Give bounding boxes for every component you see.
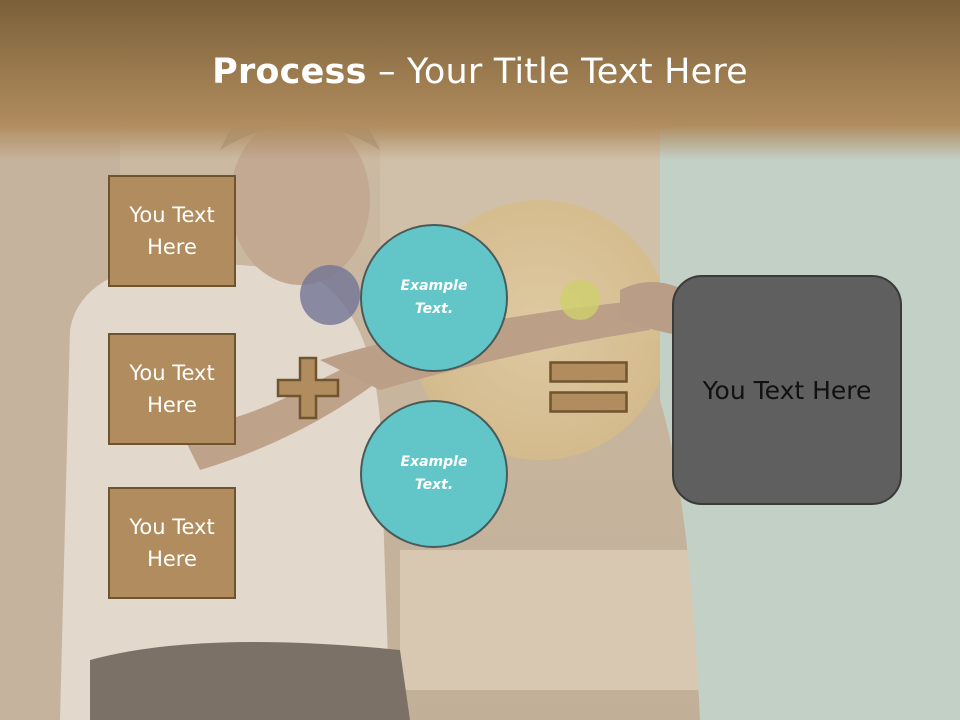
title-rest: Your Title Text Here: [406, 52, 748, 92]
plus-icon: [276, 356, 340, 420]
text-box-label: You Text Here: [129, 203, 215, 259]
title-band: [0, 0, 960, 160]
slide-title: Process – Your Title Text Here: [0, 52, 960, 92]
equals-icon: [549, 361, 628, 413]
example-circle-2[interactable]: Example Text.: [360, 400, 508, 548]
text-box-label: You Text Here: [129, 361, 215, 417]
text-box-3[interactable]: You Text Here: [108, 487, 236, 599]
text-box-1[interactable]: You Text Here: [108, 175, 236, 287]
circle-label: Example Text.: [400, 278, 468, 317]
title-separator: –: [366, 52, 407, 92]
result-box[interactable]: You Text Here: [672, 275, 902, 505]
title-bold: Process: [212, 52, 367, 92]
text-box-2[interactable]: You Text Here: [108, 333, 236, 445]
example-circle-1[interactable]: Example Text.: [360, 224, 508, 372]
text-box-label: You Text Here: [129, 515, 215, 571]
circle-label: Example Text.: [400, 454, 468, 493]
result-label: You Text Here: [702, 375, 872, 405]
